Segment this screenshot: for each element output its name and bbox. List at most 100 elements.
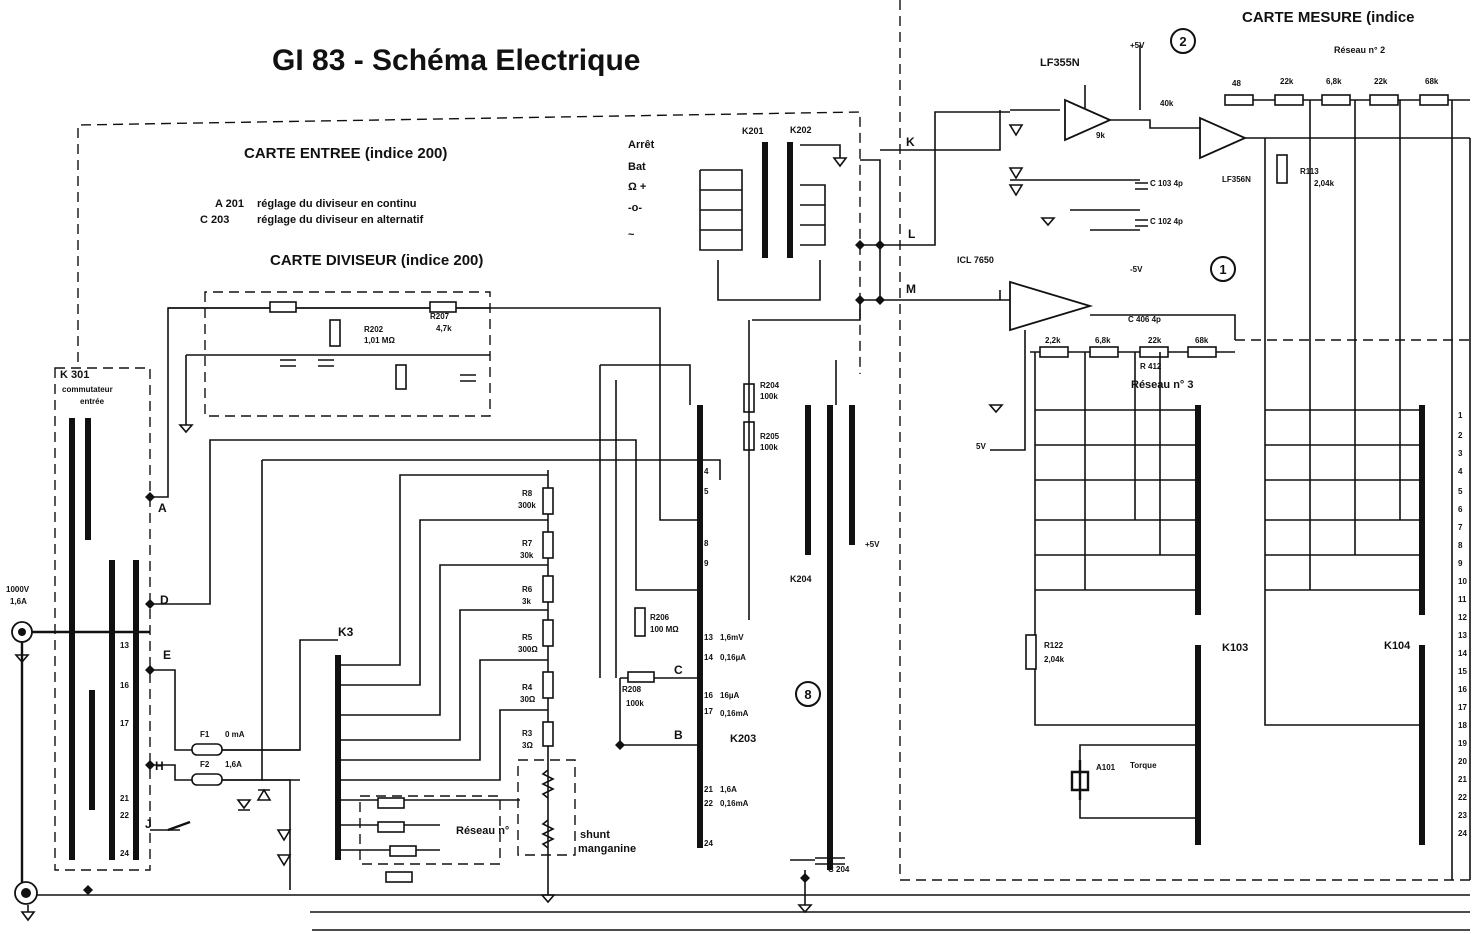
diode-cr2 (256, 788, 272, 801)
label-torque: Torque (1130, 761, 1157, 770)
label-a101: A101 (1096, 763, 1116, 772)
network3-value-2: 22k (1148, 336, 1162, 345)
mode-label-4: ~ (628, 229, 635, 241)
opamp-lf-label: LF356N (1222, 175, 1251, 184)
pin-right-10: 10 (1458, 577, 1467, 586)
wire-mesure-left (1010, 109, 1140, 231)
pin-right-14: 14 (1458, 649, 1467, 658)
range-value-4: 1,6A (720, 785, 737, 794)
callout-8: 8 (795, 681, 821, 707)
board-outline-entree (77, 111, 861, 374)
resistor-r8-value: 300k (518, 501, 536, 510)
resistor-r122-value: 2,04k (1044, 655, 1065, 664)
wire-KLM (860, 111, 1010, 301)
resistor-r6 (542, 575, 554, 603)
network3-value-0: 2,2k (1045, 336, 1061, 345)
resistor-r3 (542, 721, 554, 747)
resistor-r4-ref: R4 (522, 683, 533, 692)
note-a201-text: réglage du diviseur en continu (257, 198, 417, 210)
pin-right-9: 9 (1458, 559, 1463, 568)
pin-right-21: 21 (1458, 775, 1467, 784)
board-outline-diviseur (204, 291, 491, 417)
pin-right-7: 7 (1458, 523, 1463, 532)
supply-5v-label: 5V (976, 442, 986, 451)
wire-k3-taps (338, 474, 548, 781)
resistor-r208 (627, 671, 655, 683)
ground-diviseur (178, 424, 194, 434)
ground-symbol-bottom (20, 905, 36, 922)
resistor-r122-ref: R122 (1044, 641, 1064, 650)
resistor-r5-value: 300Ω (518, 645, 538, 654)
range-value-0: 1,6mV (720, 633, 744, 642)
fuse-f2 (191, 773, 223, 786)
resistor-n2-68k-a (1321, 94, 1351, 106)
reseau-1-label: Réseau n° (456, 825, 510, 837)
pin-right-15: 15 (1458, 667, 1467, 676)
wire-a101 (1079, 744, 1195, 819)
resistor-r202-value: 1,01 MΩ (364, 336, 395, 345)
resistor-n2-48 (1224, 94, 1254, 106)
k301-pin-16: 16 (120, 681, 129, 690)
pin-right-20: 20 (1458, 757, 1467, 766)
network2-value-1: 22k (1280, 77, 1294, 86)
opamp-bottom-label: ICL 7650 (957, 255, 994, 265)
resistor-n3-68k (1089, 346, 1119, 358)
capacitor-c203 (280, 359, 296, 367)
input-jack-rating-2: 1,6A (10, 597, 27, 606)
label-c406: C 406 4p (1128, 315, 1161, 324)
network3-value-3: 68k (1195, 336, 1209, 345)
resistor-n2-22k-a (1274, 94, 1304, 106)
node-label-L: L (908, 227, 916, 241)
potentiometer-a101 (1070, 760, 1090, 800)
range-value-2: 16µA (720, 691, 740, 700)
wire-k201-down (752, 300, 861, 321)
resistor-r4 (542, 671, 554, 699)
reseau-2-label: Réseau n° 2 (1334, 45, 1386, 55)
ground-mesure-2 (988, 404, 1004, 414)
resistor-r4-value: 30Ω (520, 695, 536, 704)
resistor-r207 (429, 301, 457, 313)
note-c203-text: réglage du diviseur en alternatif (257, 214, 424, 226)
opamp-top-label: LF355N (1040, 57, 1080, 69)
pin-right-5: 5 (1458, 487, 1463, 496)
k301-pin-17: 17 (120, 719, 129, 728)
resistor-shunt-r2 (541, 769, 555, 799)
resistor-r11 (377, 821, 405, 833)
k301-pin-21: 21 (120, 794, 129, 803)
range-value-5: 0,16mA (720, 799, 749, 808)
pin-right-19: 19 (1458, 739, 1467, 748)
wire-right-edge (1451, 100, 1471, 880)
supply-neg-label: -5V (1130, 265, 1143, 274)
range-value-3: 0,16mA (720, 709, 749, 718)
resistor-r209 (395, 364, 407, 390)
node-label-H: H (155, 759, 164, 773)
k201-label: K201 (742, 126, 764, 136)
resistor-r122 (1025, 634, 1037, 670)
pin-right-23: 23 (1458, 811, 1467, 820)
resistor-r206-value: 100 MΩ (650, 625, 679, 634)
fuse-f2-ref: F2 (200, 760, 210, 769)
range-value-1: 0,16µA (720, 653, 746, 662)
pin-right-2: 2 (1458, 431, 1463, 440)
wire-k202 (800, 144, 841, 246)
ground-mesure-1 (1040, 217, 1056, 227)
resistor-r207-ref: R207 (430, 312, 450, 321)
node-label-A: A (158, 501, 167, 515)
wire-k104-grid (1264, 138, 1420, 726)
pin-right-22: 22 (1458, 793, 1467, 802)
label-c204: C 204 (828, 865, 850, 874)
note-a201-ref: A 201 (215, 198, 244, 210)
resistor-r205-ref: R205 (760, 432, 780, 441)
network3-ref-r412: R 412 (1140, 362, 1162, 371)
diode-cr1 (236, 799, 252, 811)
resistor-r13 (385, 871, 413, 883)
node-label-B: B (674, 728, 683, 742)
mode-label-1: Bat (628, 161, 646, 173)
pin-right-24: 24 (1458, 829, 1467, 838)
k203-pin-16: 16 (704, 691, 713, 700)
resistor-r206-ref: R206 (650, 613, 670, 622)
board-title-entree: CARTE ENTREE (indice 200) (244, 145, 448, 162)
k203-label: K203 (730, 733, 757, 745)
network2-value-3: 22k (1374, 77, 1388, 86)
